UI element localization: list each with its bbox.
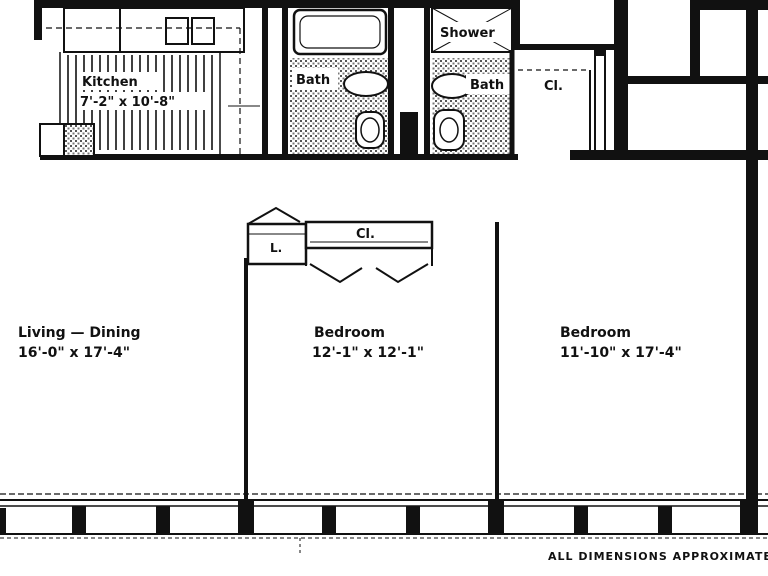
kitchen-label: Kitchen xyxy=(82,75,138,90)
chase-block xyxy=(400,112,418,154)
closet-mid xyxy=(304,220,434,284)
living-dining-label: Living — Dining xyxy=(18,325,141,341)
bath-1-label: Bath xyxy=(296,73,330,88)
bedroom-2-label: Bedroom xyxy=(560,325,631,341)
bath-2-room xyxy=(431,7,515,154)
closet-top xyxy=(518,50,606,158)
closet-mid-label: Cl. xyxy=(356,227,375,242)
partition-bedroom-bedroom xyxy=(495,222,499,508)
bedroom-2-dims: 11'-10" x 17'-4" xyxy=(560,345,682,361)
bath-2-label: Bath xyxy=(470,78,504,93)
linen-closet xyxy=(246,206,308,266)
bedroom-1-dims: 12'-1" x 12'-1" xyxy=(312,345,424,361)
living-dining-dims: 16'-0" x 17'-4" xyxy=(18,345,130,361)
right-structure xyxy=(570,0,768,500)
linen-label: L. xyxy=(270,241,282,255)
dimensions-note: ALL DIMENSIONS APPROXIMATE xyxy=(548,550,768,563)
window-wall xyxy=(0,493,768,556)
bedroom-1-label: Bedroom xyxy=(314,325,385,341)
kitchen-dims: 7'-2" x 10'-8" xyxy=(80,95,175,110)
kitchen-room xyxy=(39,7,262,157)
shower-label: Shower xyxy=(440,26,495,41)
bath-1-room xyxy=(290,8,389,154)
partition-living-bedroom xyxy=(244,258,248,508)
closet-top-label: Cl. xyxy=(544,79,563,94)
